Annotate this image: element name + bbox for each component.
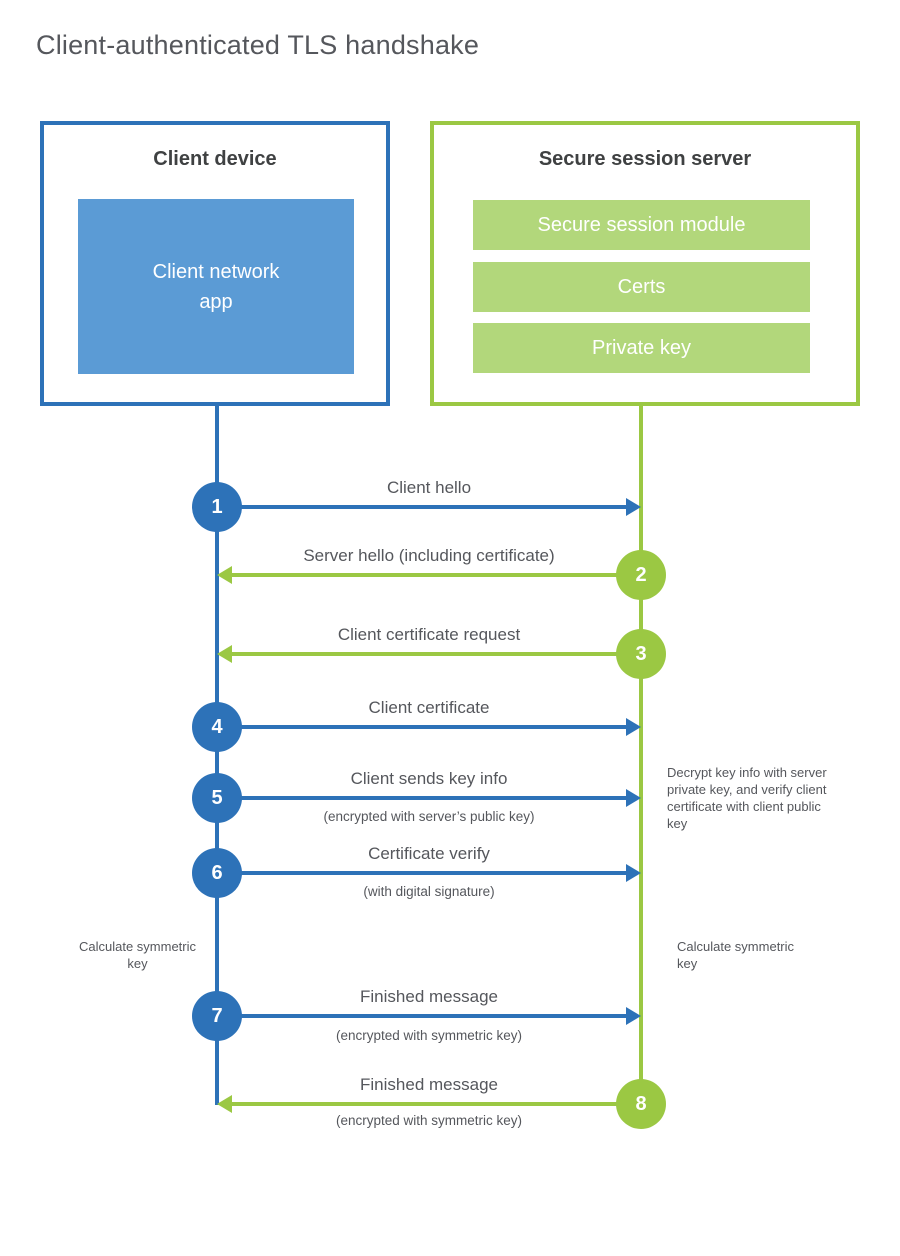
message-label: Certificate verify bbox=[368, 844, 490, 863]
client-network-app-label: Client network app bbox=[152, 260, 280, 313]
page-title: Client-authenticated TLS handshake bbox=[36, 30, 480, 60]
arrowhead-icon bbox=[626, 1007, 641, 1025]
arrow-right bbox=[217, 1007, 641, 1025]
message-label: Client sends key info bbox=[350, 769, 508, 788]
arrow-right bbox=[217, 789, 641, 807]
server-module-private-key: Private key bbox=[473, 323, 810, 373]
message-label: Finished message bbox=[360, 1075, 498, 1094]
server-module-label: Private key bbox=[592, 336, 691, 359]
arrow-left bbox=[217, 1095, 641, 1113]
message-label: Finished message bbox=[360, 987, 498, 1006]
server-lifeline bbox=[639, 404, 643, 1105]
message-label: Client certificate bbox=[368, 698, 490, 717]
step-circle: 4 bbox=[192, 702, 242, 752]
step-circle: 3 bbox=[616, 629, 666, 679]
step-circle: 5 bbox=[192, 773, 242, 823]
arrow-right bbox=[217, 864, 641, 882]
arrowhead-icon bbox=[626, 864, 641, 882]
step-circle: 2 bbox=[616, 550, 666, 600]
server-module-label: Secure session module bbox=[537, 213, 746, 236]
message-sublabel: (encrypted with server’s public key) bbox=[323, 809, 535, 824]
step-circle: 6 bbox=[192, 848, 242, 898]
calculate-symmetric-key-note-client: Calculate symmetric key bbox=[78, 939, 197, 971]
client-device-title: Client device bbox=[153, 148, 277, 170]
message-label: Server hello (including certificate) bbox=[303, 546, 555, 565]
arrowhead-icon bbox=[626, 718, 641, 736]
arrowhead-icon bbox=[626, 498, 641, 516]
client-lifeline bbox=[215, 404, 219, 1105]
decrypt-note: Decrypt key info with server private key… bbox=[667, 765, 827, 831]
message-label: Client hello bbox=[386, 478, 472, 497]
message-label: Client certificate request bbox=[337, 625, 521, 644]
server-module-certs: Certs bbox=[473, 262, 810, 312]
calculate-symmetric-key-note-server: Calculate symmetric key bbox=[677, 939, 795, 971]
server-module-secure-session: Secure session module bbox=[473, 200, 810, 250]
arrowhead-icon bbox=[217, 1095, 232, 1113]
message-sublabel: (encrypted with symmetric key) bbox=[335, 1028, 523, 1043]
arrow-left bbox=[217, 566, 641, 584]
message-sublabel: (with digital signature) bbox=[363, 884, 495, 899]
step-circle: 8 bbox=[616, 1079, 666, 1129]
arrowhead-icon bbox=[626, 789, 641, 807]
arrow-right bbox=[217, 718, 641, 736]
arrow-left bbox=[217, 645, 641, 663]
arrow-right bbox=[217, 498, 641, 516]
secure-session-server-title: Secure session server bbox=[538, 148, 752, 170]
client-network-app-box: Client network app bbox=[78, 199, 354, 374]
arrowhead-icon bbox=[217, 645, 232, 663]
arrowhead-icon bbox=[217, 566, 232, 584]
server-module-label: Certs bbox=[617, 275, 666, 298]
message-sublabel: (encrypted with symmetric key) bbox=[335, 1113, 523, 1128]
step-circle: 1 bbox=[192, 482, 242, 532]
step-circle: 7 bbox=[192, 991, 242, 1041]
